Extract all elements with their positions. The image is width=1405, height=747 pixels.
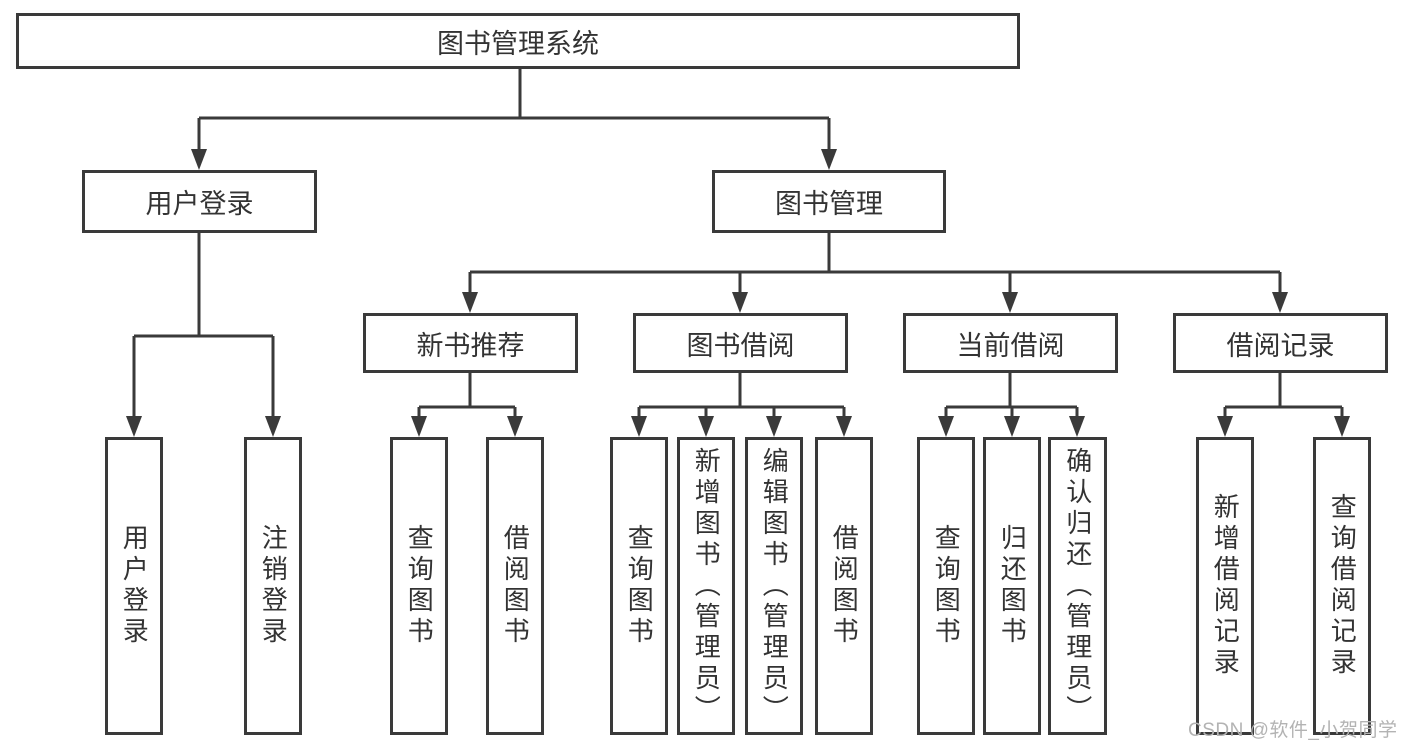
connector-root <box>197 69 831 150</box>
leaf-bor-borrow-book: 借阅图书 <box>815 437 873 735</box>
leaf-log-add-record-label: 新增借阅记录 <box>1210 493 1241 679</box>
leaf-cur-confirm-return: 确认归还（管理员） <box>1048 437 1107 735</box>
node-current-borrowing-label: 当前借阅 <box>956 330 1065 361</box>
leaf-bor-borrow-book-label: 借阅图书 <box>829 524 860 648</box>
connector-book-borrowing <box>637 373 846 418</box>
leaf-bor-add-book: 新增图书（管理员） <box>677 437 735 735</box>
leaf-log-query-record-label: 查询借阅记录 <box>1327 493 1358 679</box>
node-root: 图书管理系统 <box>16 13 1020 69</box>
arrowheads <box>126 149 1350 437</box>
connector-borrowing-records <box>1223 373 1344 418</box>
leaf-cur-query-book: 查询图书 <box>917 437 975 735</box>
connector-new-book-rec <box>417 373 517 418</box>
node-user-login: 用户登录 <box>82 170 317 233</box>
leaf-rec-query-book: 查询图书 <box>390 437 448 735</box>
node-borrowing-records: 借阅记录 <box>1173 313 1388 373</box>
connector-current-borrowing <box>944 373 1079 418</box>
leaf-bor-query-book-label: 查询图书 <box>624 524 655 648</box>
leaf-cur-return-book: 归还图书 <box>983 437 1041 735</box>
connector-book-mgmt <box>468 233 1282 293</box>
leaf-bor-edit-book: 编辑图书（管理员） <box>745 437 803 735</box>
leaf-cur-return-book-label: 归还图书 <box>997 524 1028 648</box>
node-root-label: 图书管理系统 <box>437 28 599 59</box>
leaf-logout: 注销登录 <box>244 437 302 735</box>
node-new-book-rec: 新书推荐 <box>363 313 578 373</box>
leaf-cur-query-book-label: 查询图书 <box>931 524 962 648</box>
node-book-borrowing-label: 图书借阅 <box>686 330 795 361</box>
node-user-login-label: 用户登录 <box>145 189 254 219</box>
leaf-bor-add-book-label: 新增图书（管理员） <box>691 446 722 726</box>
connector-user-login <box>132 233 275 417</box>
node-borrowing-records-label: 借阅记录 <box>1226 330 1335 361</box>
leaf-rec-borrow-book-label: 借阅图书 <box>500 524 531 648</box>
leaf-user-login: 用户登录 <box>105 437 163 735</box>
leaf-cur-confirm-return-label: 确认归还（管理员） <box>1062 446 1093 726</box>
leaf-user-login-label: 用户登录 <box>119 524 150 648</box>
csdn-watermark: CSDN @软件_小贺同学 <box>1188 720 1398 741</box>
leaf-log-query-record: 查询借阅记录 <box>1313 437 1371 735</box>
node-book-borrowing: 图书借阅 <box>633 313 848 373</box>
leaf-log-add-record: 新增借阅记录 <box>1196 437 1254 735</box>
node-current-borrowing: 当前借阅 <box>903 313 1118 373</box>
node-new-book-rec-label: 新书推荐 <box>416 330 525 361</box>
leaf-rec-borrow-book: 借阅图书 <box>486 437 544 735</box>
node-book-mgmt-label: 图书管理 <box>775 189 883 219</box>
leaf-bor-edit-book-label: 编辑图书（管理员） <box>759 446 790 726</box>
leaf-logout-label: 注销登录 <box>258 524 289 648</box>
leaf-rec-query-book-label: 查询图书 <box>404 524 435 648</box>
leaf-bor-query-book: 查询图书 <box>610 437 668 735</box>
node-book-mgmt: 图书管理 <box>712 170 946 233</box>
